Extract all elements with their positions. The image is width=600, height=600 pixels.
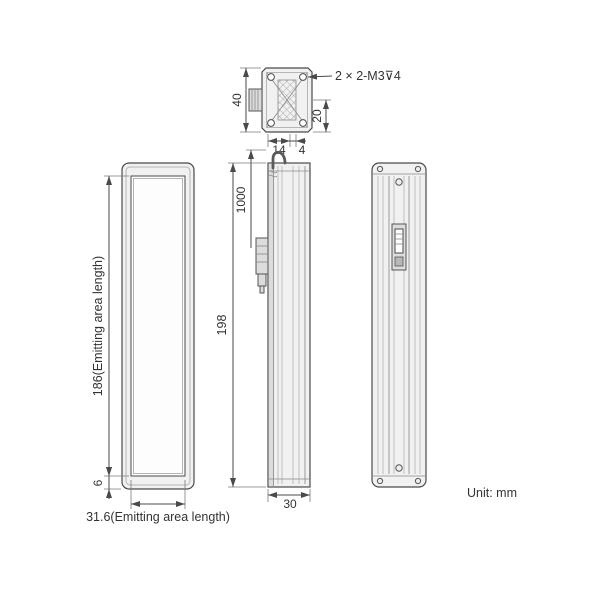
back-connector	[391, 223, 407, 271]
mount-hole-bottom-left	[267, 119, 275, 127]
dim-30: 30	[283, 497, 297, 511]
back-view	[371, 162, 427, 488]
top-connector	[248, 88, 263, 112]
unit-label: Unit: mm	[467, 486, 517, 500]
dim-1000: 1000	[234, 186, 248, 213]
dim-198: 198	[215, 315, 229, 336]
top-view	[248, 67, 313, 133]
back-hole-top-center	[395, 178, 403, 186]
mount-hole-top-right	[299, 73, 307, 81]
mount-hole-bottom-right	[299, 119, 307, 127]
front-view	[121, 162, 195, 490]
dim-20: 20	[310, 109, 324, 123]
side-view-dimensions: 1000 198 30	[215, 149, 311, 511]
front-view-dimensions: 186(Emitting area length) 6 31.6(Emittin…	[86, 175, 230, 524]
dim-4: 4	[299, 143, 306, 157]
side-connector	[255, 237, 269, 294]
back-screw-top-right	[414, 165, 422, 173]
dim-40: 40	[230, 93, 244, 107]
back-screw-top-left	[376, 165, 384, 173]
back-hole-bottom-center	[395, 464, 403, 472]
mounting-hole-label: 2 × 2-M3⊽4	[335, 69, 401, 83]
dim-31-6-emitting-area: 31.6(Emitting area length)	[86, 510, 230, 524]
top-view-dimensions: 40 20 14 4 2 × 2-M3⊽4	[230, 67, 401, 157]
emitting-area	[130, 175, 186, 477]
dim-6: 6	[91, 479, 105, 486]
back-screw-bottom-left	[376, 477, 384, 485]
dim-186-emitting-area: 186(Emitting area length)	[91, 256, 105, 396]
power-cable	[271, 150, 287, 170]
back-screw-bottom-right	[414, 477, 422, 485]
mount-hole-top-left	[267, 73, 275, 81]
side-view	[255, 150, 311, 488]
